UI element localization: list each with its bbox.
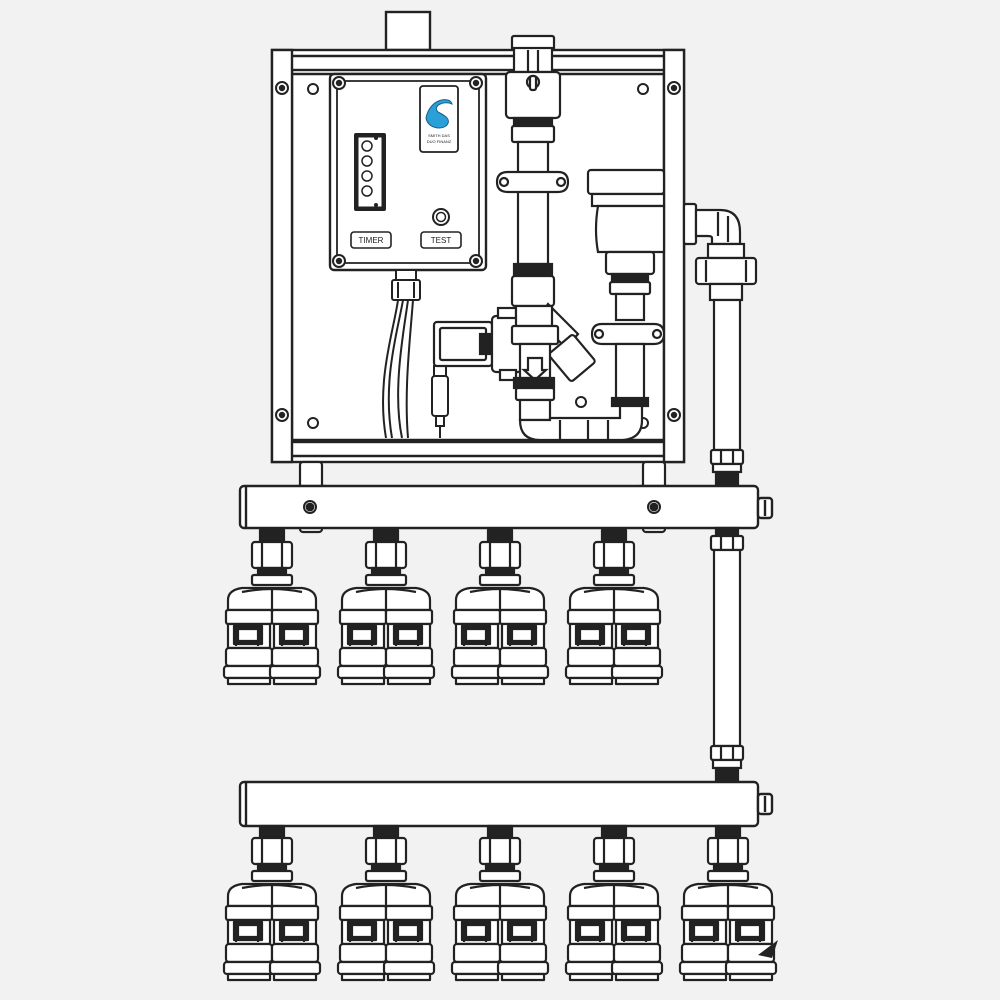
brand-line-2: DUO FINANZ xyxy=(427,139,452,144)
test-button[interactable]: TEST xyxy=(420,231,462,249)
inlet-pipe-assembly xyxy=(495,34,644,442)
led-icon xyxy=(361,185,373,197)
solenoid-plug xyxy=(431,365,449,427)
controller-box: SMITH DAS DUO FINANZ TIMER TEST xyxy=(328,72,488,272)
led-icon xyxy=(361,140,373,152)
cable-gland xyxy=(391,269,421,301)
manifold-link-pipe xyxy=(709,526,745,784)
led-icon xyxy=(361,155,373,167)
bypass-pipe xyxy=(682,202,758,488)
corner-arrow-icon xyxy=(758,940,778,958)
outlet-valve xyxy=(336,528,436,686)
top-cable-stub xyxy=(384,10,432,52)
lower-outlet-valves xyxy=(222,824,778,982)
logo-swoosh-icon xyxy=(425,99,453,129)
lower-manifold xyxy=(238,780,774,828)
regulator-assembly xyxy=(586,168,666,408)
outlet-valve xyxy=(678,824,778,982)
upper-outlet-valves xyxy=(222,528,664,686)
outlet-valve xyxy=(450,824,550,982)
timer-label: TIMER xyxy=(359,236,384,245)
timer-button[interactable]: TIMER xyxy=(350,231,392,249)
test-indicator-light xyxy=(432,208,450,226)
outlet-valve xyxy=(450,528,550,686)
brand-logo: SMITH DAS DUO FINANZ xyxy=(419,85,459,153)
outlet-valve xyxy=(564,528,664,686)
outlet-valve xyxy=(336,824,436,982)
brand-line-1: SMITH DAS xyxy=(428,133,450,138)
indicator-panel xyxy=(354,133,386,211)
upper-manifold xyxy=(238,484,774,530)
outlet-valve xyxy=(222,528,322,686)
test-label: TEST xyxy=(431,236,452,245)
led-icon xyxy=(361,170,373,182)
outlet-valve xyxy=(222,824,322,982)
outlet-valve xyxy=(564,824,664,982)
